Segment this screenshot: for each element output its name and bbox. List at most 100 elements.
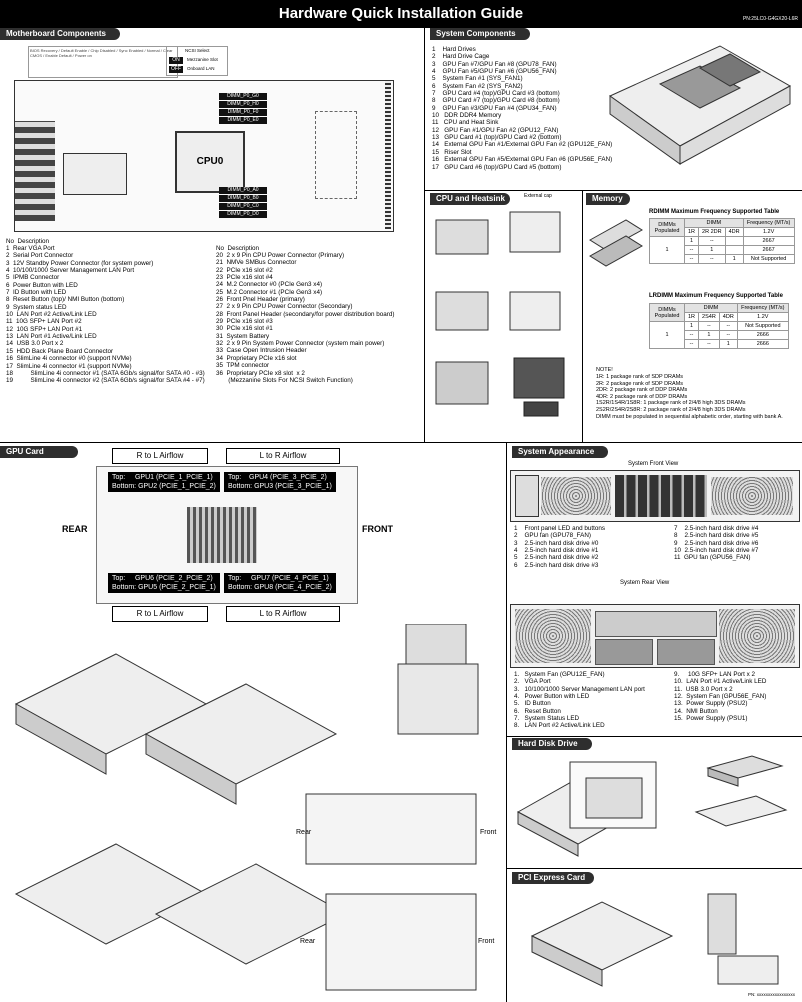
list-item: 9 System status LED <box>6 303 67 311</box>
table-cell: 2666 <box>736 330 789 340</box>
list-item: 12. System Fan (GPU56E_FAN) <box>674 693 767 701</box>
list-item: 16 SlimLine 4i connector #0 (support NVM… <box>6 355 132 363</box>
list-item: 30 PCIe x16 slot #1 <box>216 325 273 333</box>
front-header-strip <box>385 81 391 229</box>
dimm-slot: DIMM_P0_A0 <box>219 187 267 194</box>
list-item: 34 Proprietary PCIe x16 slot <box>216 354 297 362</box>
front-panel-leds <box>515 475 539 517</box>
list-item: 2 Serial Port Connector <box>6 252 74 260</box>
table-cell: -- <box>683 245 700 255</box>
rear-view-label: System Rear View <box>620 580 670 586</box>
list-item: 1. System Fan (GPU12E_FAN) <box>514 671 605 678</box>
list-item: 19 SlimLine 4i connector #2 (SATA 6Gb/s … <box>6 377 205 385</box>
list-item: 31 System Battery <box>216 332 270 340</box>
table-cell: -- <box>718 321 738 331</box>
table-row: -- 1 -- 2666 <box>650 330 789 340</box>
table-row: 1 1 -- 2667 <box>649 236 795 264</box>
section-memory: Memory <box>586 193 630 205</box>
list-item: 26 Front Pnel Header (primary) <box>216 296 305 304</box>
list-item: 13 LAN Port #1 Active/Link LED <box>6 333 97 341</box>
ncsi-jumper: NCSI Select ON Mezzanine Slot OFF Onboar… <box>166 46 228 76</box>
list-item: 4 2.5-inch hard disk drive #1 <box>514 547 599 555</box>
dimm-slot: DIMM_P0_G0 <box>219 93 267 100</box>
front-label-small: Front <box>480 829 497 836</box>
jumper-on-desc: Mezzanine Slot <box>187 57 218 62</box>
table-cell <box>724 245 744 255</box>
pci-install-diagram <box>530 893 779 987</box>
heatsink-pch <box>63 153 127 195</box>
list-item: 8 GPU Card #7 (top)/GPU Card #8 (bottom) <box>432 97 560 105</box>
front-label-small: Front <box>478 938 495 945</box>
dimm-bank <box>187 507 257 563</box>
divider <box>424 190 802 191</box>
list-item: 6 System Fan #2 (SYS_FAN2) <box>432 82 523 90</box>
front-view-diagram <box>510 470 800 522</box>
pcie-slot-area <box>315 111 357 199</box>
list-item: 1 Front panel LED and buttons <box>514 525 606 532</box>
dimm-slot: DIMM_P0_C0 <box>219 203 267 210</box>
freq-header: Frequency (MT/s) <box>736 303 789 313</box>
list-item: 33 Case Open Intrusion Header <box>216 347 307 355</box>
table-cell: 2667 <box>742 236 795 246</box>
divider <box>582 190 583 442</box>
list-item: 23 PCIe x16 slot #4 <box>216 274 273 282</box>
divider <box>506 736 802 737</box>
ncsi-label: NCSI Select <box>185 48 210 53</box>
section-hdd: Hard Disk Drive <box>512 738 592 750</box>
list-item: 9 GPU Fan #3/GPU Fan #4 (GPU34_FAN) <box>432 104 557 112</box>
list-item: 11 CPU and Heat Sink <box>432 119 499 127</box>
list-item: 2. VGA Port <box>514 678 551 686</box>
rear-label: REAR <box>62 524 88 534</box>
freq-header: Frequency (MT/s) <box>742 218 795 228</box>
dimm-bottom-group: DIMM_P0_A0 DIMM_P0_B0 DIMM_P0_C0 DIMM_P0… <box>219 187 267 218</box>
section-gpu: GPU Card <box>0 446 78 458</box>
psu1 <box>657 639 715 665</box>
list-item: 6. Reset Button <box>514 707 561 715</box>
table-cell: -- <box>683 330 700 340</box>
gpu78-fan-grille <box>541 477 611 515</box>
note-item: 2S2R/2S4R/2S8R: 2 package rank of 2/4/8 … <box>596 406 746 413</box>
gpu-install-illustrations <box>14 624 479 991</box>
front-view-label: System Front View <box>628 461 679 467</box>
list-item: 10 DDR DDR4 Memory <box>432 112 502 120</box>
list-item: 5 2.5-inch hard disk drive #2 <box>514 554 599 562</box>
rear-io-ports <box>15 121 55 221</box>
list-item: 2 Hard Drive Cage <box>432 53 490 61</box>
rear-list-right: 9. 10G SFP+ LAN Port x 2 10. LAN Port #1… <box>674 671 766 722</box>
jumper-on: ON <box>169 57 183 64</box>
list-item: 11 GPU fan (GPU56_FAN) <box>674 554 751 562</box>
list-item: 8. LAN Port #2 Active/Link LED <box>514 722 605 730</box>
list-item: 7. System Status LED <box>514 715 580 723</box>
section-appearance: System Appearance <box>512 446 608 458</box>
dimms-populated-header: DIMMs Populated <box>649 218 685 237</box>
list-item: 29 PCIe x16 slot #3 <box>216 318 273 326</box>
list-item: 2 GPU fan (GPU78_FAN) <box>514 532 591 540</box>
list-item: (Mezzanine Slots For NCSI Switch Functio… <box>216 376 353 384</box>
rdimm-title: RDIMM Maximum Frequency Supported Table <box>649 209 780 215</box>
rdimm-table: DIMMs Populated DIMM Frequency (MT/s) 1R… <box>649 218 795 264</box>
list-item: 15 Riser Slot <box>432 148 472 156</box>
list-item: 25 M.2 Connector #1 (PCIe Gen3 x4) <box>216 288 323 296</box>
cpu-socket: CPU0 <box>175 131 245 193</box>
system-isometric-diagram <box>609 45 792 165</box>
motherboard-diagram: BIOS Recovery / Default Enable / Chip Di… <box>6 44 404 234</box>
table-row: -- -- 1 Not Supported <box>650 254 795 264</box>
list-item: 15 HDD Back Plane Board Connector <box>6 347 114 355</box>
table-cell: 2R 2DR <box>698 227 726 237</box>
jumper-legend: BIOS Recovery / Default Enable / Chip Di… <box>28 46 178 78</box>
list-item: 12 GPU Fan #1/GPU Fan #2 (GPU12_FAN) <box>432 126 559 134</box>
list-item: 14 USB 3.0 Port x 2 <box>6 340 64 348</box>
dimm-slot: DIMM_P0_H0 <box>219 101 267 108</box>
gpu-slot-label: Top: GPU1 (PCIE_1_PCIE_1) Bottom: GPU2 (… <box>108 472 220 492</box>
list-item: 15. Power Supply (PSU1) <box>674 715 748 723</box>
section-motherboard: Motherboard Components <box>0 28 120 40</box>
mb-list-left: 1 Rear VGA Port 2 Serial Port Connector … <box>6 245 205 385</box>
table-cell: -- <box>683 339 700 349</box>
rear-view-diagram <box>510 604 800 668</box>
list-item: 3 GPU Fan #7/GPU Fan #8 (GPU78_FAN) <box>432 60 557 68</box>
list-item: 10. LAN Port #1 Active/Link LED <box>674 678 767 686</box>
list-item: 8 Reset Button (top)/ NMI Button (bottom… <box>6 296 125 304</box>
divider <box>424 28 425 442</box>
list-item: 6 2.5-inch hard disk drive #3 <box>514 561 599 569</box>
table-cell: 1 <box>724 254 744 264</box>
